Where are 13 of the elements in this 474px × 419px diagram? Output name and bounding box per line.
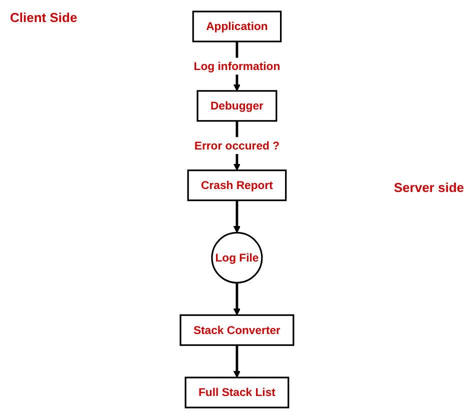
- edge-label: Log information: [194, 59, 280, 72]
- arrow: [233, 200, 241, 234]
- arrow: [233, 345, 241, 378]
- arrow: [233, 282, 241, 316]
- node-box: Crash Report: [187, 170, 287, 202]
- node-box: Application: [192, 10, 282, 42]
- node-box: Stack Converter: [180, 314, 294, 346]
- edge-label: Error occured ?: [194, 138, 280, 152]
- node-circle: Log File: [211, 232, 263, 284]
- section-heading: Server side: [394, 180, 464, 195]
- node-box: Full Stack List: [184, 376, 290, 408]
- section-heading: Client Side: [10, 10, 78, 25]
- node-box: Debugger: [196, 90, 278, 122]
